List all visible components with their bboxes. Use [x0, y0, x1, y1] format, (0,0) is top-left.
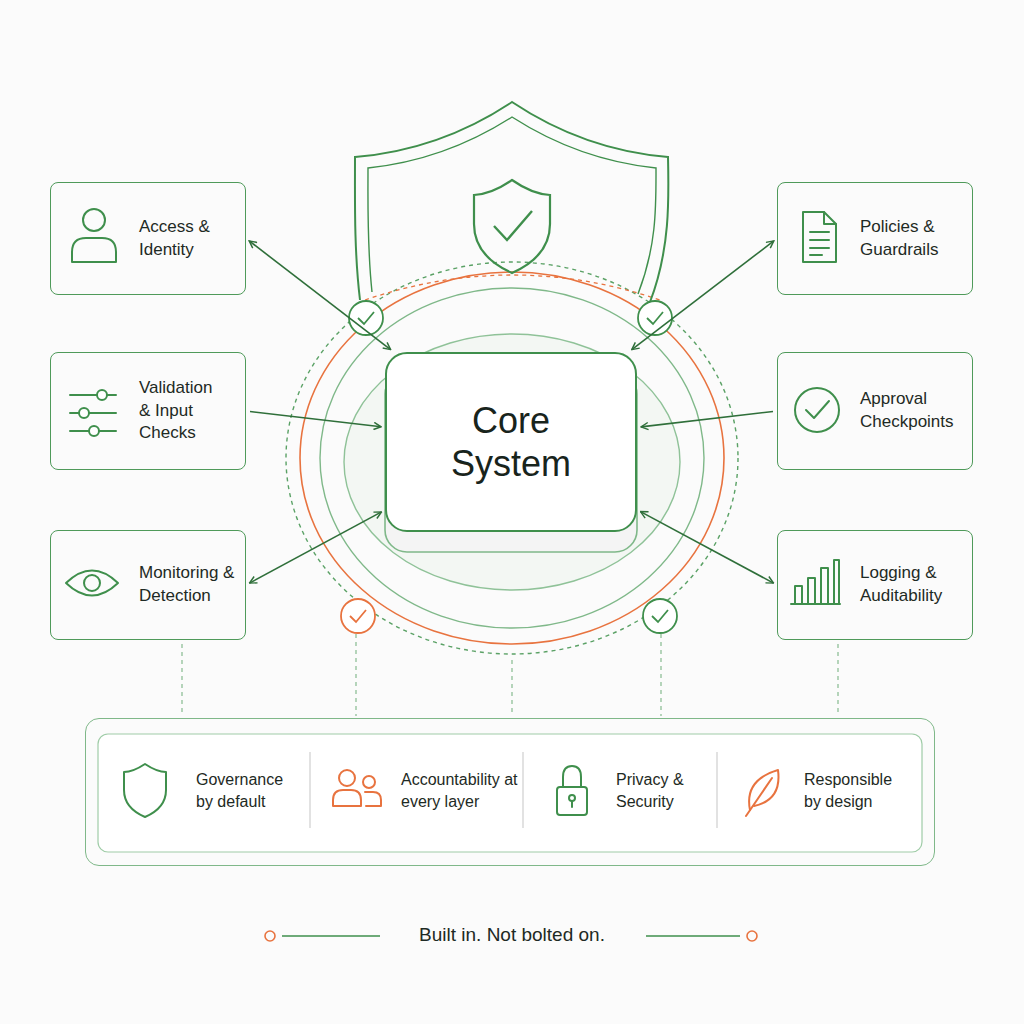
check-badges: [341, 301, 677, 633]
connector-arrow: [250, 512, 382, 583]
side-icons: [66, 209, 840, 604]
connector-arrow: [641, 412, 773, 427]
feature-box: Policies & Guardrails: [777, 182, 973, 295]
dashed-drop-lines: [182, 634, 838, 716]
feature-box: Monitoring & Detection: [50, 530, 246, 640]
core-box: Core System: [385, 352, 637, 532]
feature-box: Validation & Input Checks: [50, 352, 246, 470]
band-inner-frame: [98, 734, 922, 852]
connector-arrow: [249, 241, 390, 350]
outer-shield: [355, 102, 668, 302]
box-label: Access & Identity: [139, 216, 229, 262]
box-label: Policies & Guardrails: [860, 216, 950, 262]
connector-arrow: [632, 241, 774, 350]
principles-band: Governance by default Accountability at e…: [85, 718, 935, 866]
connector-arrow: [641, 512, 774, 583]
box-label: Logging & Auditability: [860, 562, 952, 608]
box-label: Monitoring & Detection: [139, 562, 235, 608]
feature-box: Access & Identity: [50, 182, 246, 295]
principle-label: Responsible by design: [804, 769, 908, 814]
principle-label: Governance by default: [196, 769, 300, 814]
box-label: Approval Checkpoints: [860, 388, 964, 434]
principle-label: Accountability at every layer: [401, 769, 519, 814]
feature-box: Logging & Auditability: [777, 530, 973, 640]
box-label: Validation & Input Checks: [139, 377, 224, 446]
core-label: Core System: [421, 399, 601, 485]
band-icons: [124, 764, 779, 817]
feature-box: Approval Checkpoints: [777, 352, 973, 470]
principle-label: Privacy & Security: [616, 769, 712, 814]
connector-arrow: [250, 412, 381, 427]
tagline: Built in. Not bolted on.: [0, 924, 1024, 946]
